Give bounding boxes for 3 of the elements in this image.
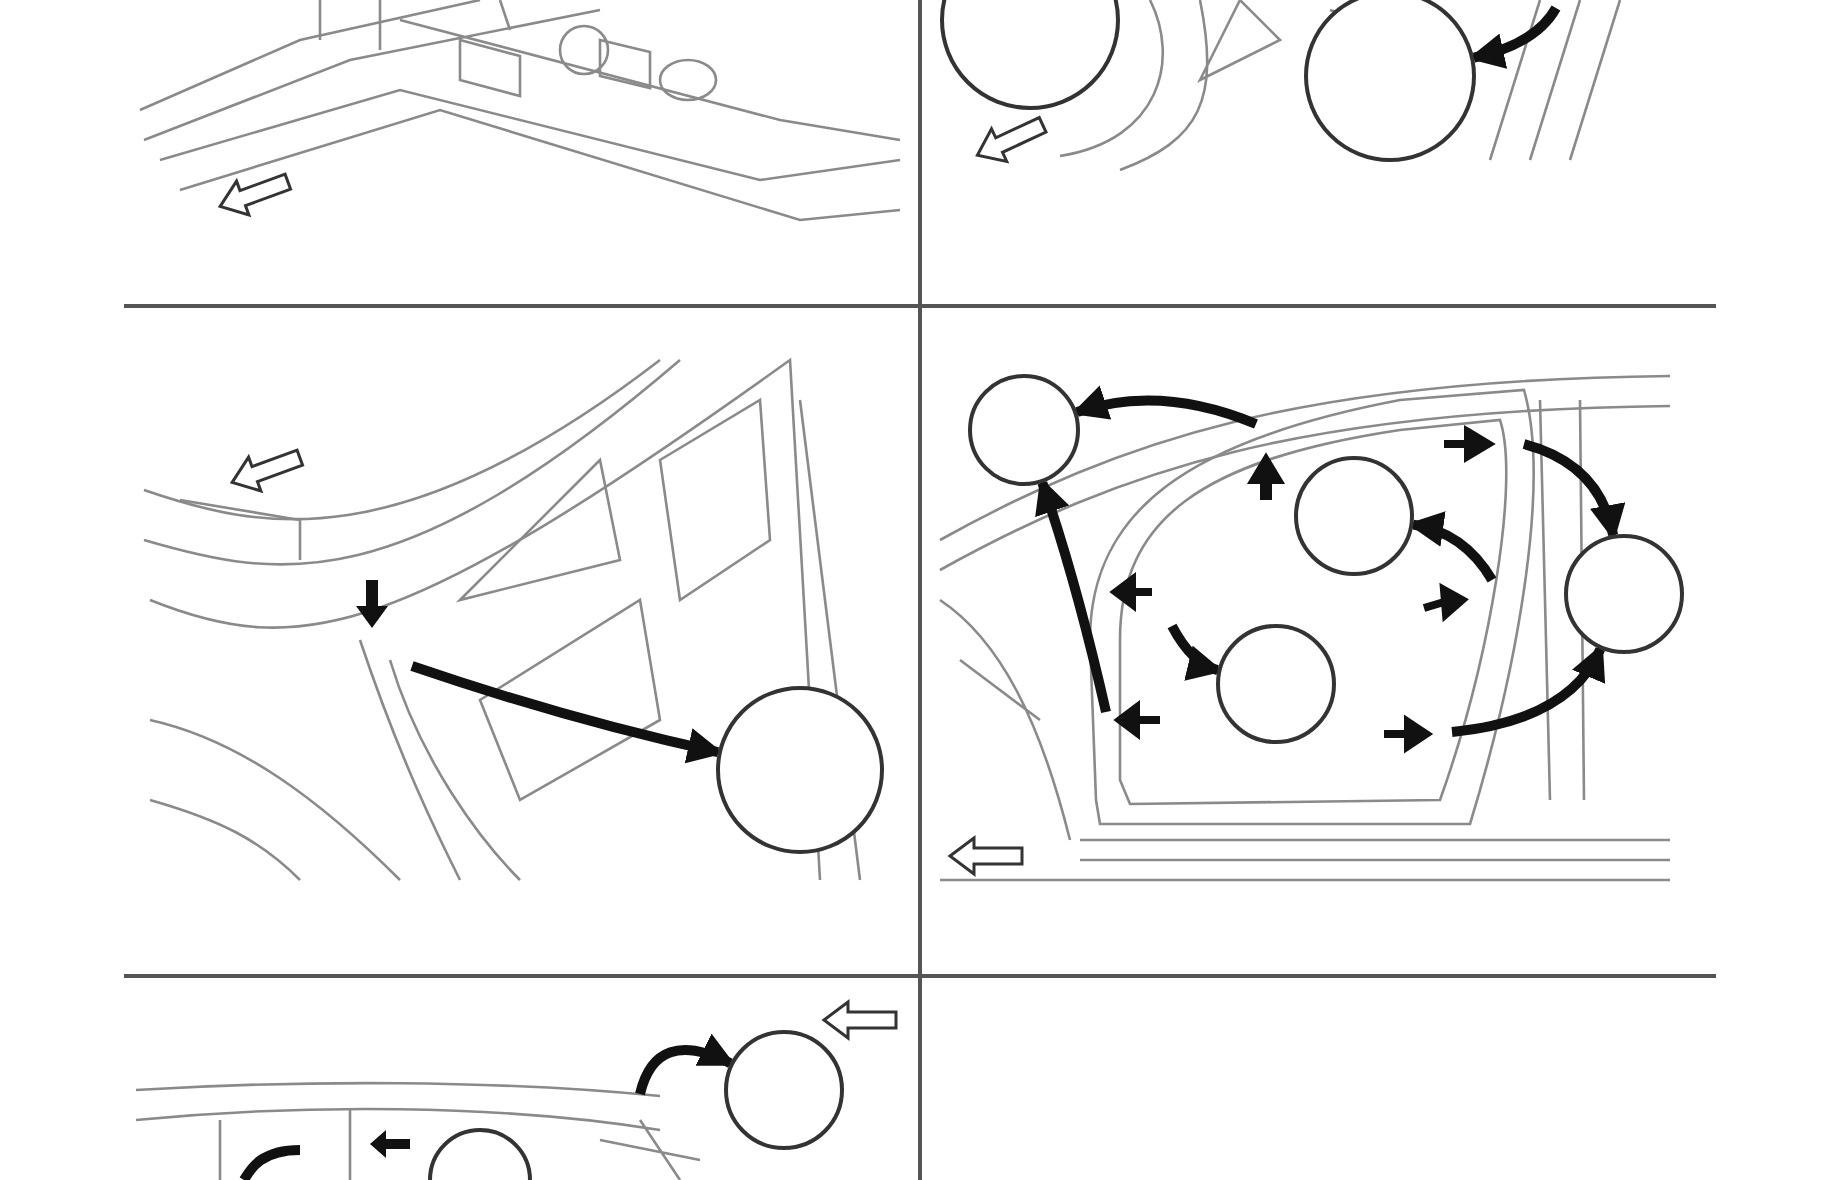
curved-arrow (1071, 386, 1258, 429)
curved-arrow (635, 1034, 736, 1096)
curved-arrow (1451, 643, 1605, 737)
